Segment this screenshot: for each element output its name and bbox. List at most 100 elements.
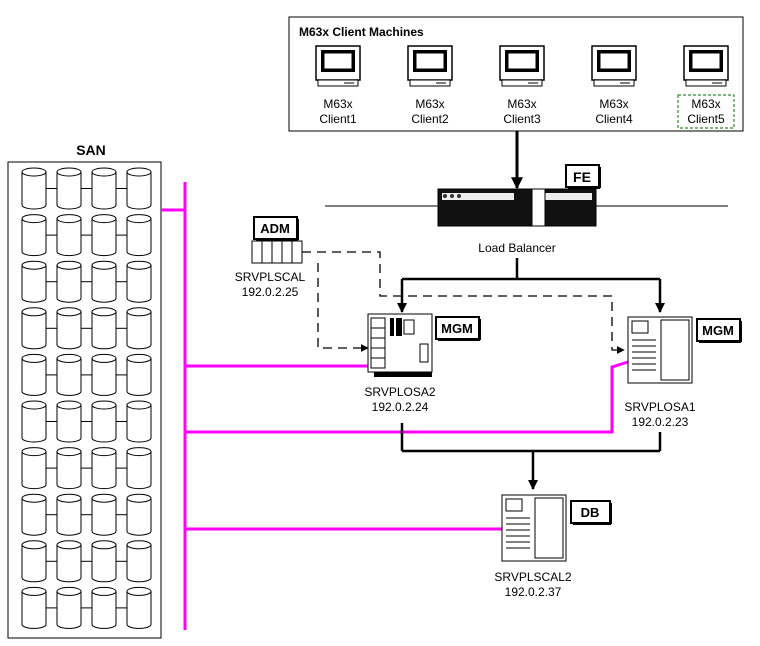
load-balancer	[437, 188, 597, 227]
server-icon	[367, 313, 433, 377]
client-list: M63xClient1M63xClient2M63xClient3M63xCli…	[315, 45, 735, 129]
adm-host-ip: 192.0.2.25	[242, 285, 299, 299]
disk-icon	[126, 307, 152, 350]
monitor-icon	[591, 45, 637, 87]
led-icon	[443, 194, 447, 198]
disk-icon	[21, 493, 47, 536]
db-host-name: SRVPLSCAL2	[494, 570, 571, 584]
disk-icon	[91, 353, 117, 396]
disk-icon	[21, 260, 47, 303]
disk-icon	[126, 353, 152, 396]
client-label-line2: Client1	[319, 112, 357, 126]
disk-icon	[91, 214, 117, 257]
client-label-line2: Client4	[595, 112, 633, 126]
disk-icon	[126, 586, 152, 629]
adm-to-mgm-right-link	[302, 251, 625, 354]
db-node: DB SRVPLSCAL2 192.0.2.37	[494, 494, 612, 599]
san-disks	[21, 167, 152, 629]
disk-icon	[56, 260, 82, 303]
led-icon	[450, 194, 454, 198]
client-label-line2: Client3	[503, 112, 541, 126]
db-badge: DB	[570, 500, 612, 525]
client-label-line1: M63x	[415, 97, 444, 111]
disk-icon	[56, 214, 82, 257]
disk-icon	[56, 447, 82, 490]
disk-icon	[91, 167, 117, 210]
load-balancer-front-panel-right	[545, 193, 592, 200]
load-balancer-label: Load Balancer	[478, 241, 555, 255]
adm-badge-label: ADM	[260, 221, 290, 236]
client-machines-group: M63x Client Machines M63xClient1M63xClie…	[288, 16, 744, 132]
client-machines-title: M63x Client Machines	[299, 25, 424, 39]
adm-links	[302, 251, 625, 354]
disk-icon	[56, 353, 82, 396]
client-label-line1: M63x	[599, 97, 628, 111]
db-host-ip: 192.0.2.37	[505, 585, 562, 599]
selection-highlight	[677, 94, 735, 129]
disk-icon	[21, 167, 47, 210]
disk-icon	[91, 400, 117, 443]
disk-icon	[126, 167, 152, 210]
disk-icon	[21, 447, 47, 490]
disk-icon	[91, 540, 117, 583]
disk-icon	[21, 307, 47, 350]
disk-icon	[21, 586, 47, 629]
mgm-right-node: MGM SRVPLOSA1 192.0.2.23	[624, 316, 742, 429]
disk-icon	[56, 540, 82, 583]
mgm-right-badge: MGM	[696, 318, 742, 343]
disk-icon	[21, 540, 47, 583]
san-group: SAN	[7, 142, 162, 639]
load-balancer-divider	[531, 188, 546, 227]
san-links	[161, 182, 629, 630]
client-label-line2: Client5	[687, 112, 725, 126]
disk-icon	[126, 400, 152, 443]
mgm-right-badge-label: MGM	[702, 323, 734, 338]
monitor-icon	[683, 45, 729, 87]
tower-server-icon	[627, 316, 693, 384]
mgm-left-node: MGM SRVPLOSA2 192.0.2.24	[364, 313, 481, 414]
client-label-line2: Client2	[411, 112, 449, 126]
disk-icon	[56, 400, 82, 443]
adm-host-name: SRVPLSCAL	[235, 270, 306, 284]
disk-icon	[21, 400, 47, 443]
san-title: SAN	[76, 142, 106, 158]
disk-icon	[91, 493, 117, 536]
disk-icon	[91, 260, 117, 303]
mgm-right-host-name: SRVPLOSA1	[624, 400, 695, 414]
disk-icon	[56, 586, 82, 629]
monitor-icon	[407, 45, 453, 87]
adm-to-mgm-left-link	[317, 263, 369, 352]
led-icon	[457, 194, 461, 198]
mgm-left-badge-label: MGM	[441, 321, 473, 336]
san-link-mgm-right	[185, 360, 629, 434]
disk-icon	[91, 307, 117, 350]
disk-icon	[56, 307, 82, 350]
adm-badge: ADM	[253, 216, 299, 241]
disk-icon	[21, 214, 47, 257]
mgm-right-host-ip: 192.0.2.23	[632, 415, 689, 429]
disk-icon	[126, 493, 152, 536]
disk-icon	[126, 214, 152, 257]
disk-icon	[91, 586, 117, 629]
disk-icon	[56, 493, 82, 536]
disk-icon	[91, 447, 117, 490]
tower-server-icon	[501, 494, 567, 562]
db-badge-label: DB	[581, 505, 600, 520]
monitor-icon	[315, 45, 361, 87]
mgm-left-badge: MGM	[435, 316, 481, 341]
disk-icon	[21, 353, 47, 396]
fe-badge: FE	[565, 164, 601, 189]
adm-node: ADM SRVPLSCAL 192.0.2.25	[235, 216, 306, 299]
fe-badge-label: FE	[573, 169, 591, 185]
monitor-icon	[499, 45, 545, 87]
mgm-left-host-name: SRVPLOSA2	[364, 385, 435, 399]
disk-icon	[56, 167, 82, 210]
client-label-line1: M63x	[507, 97, 536, 111]
load-balancer-front-panel	[442, 193, 514, 200]
